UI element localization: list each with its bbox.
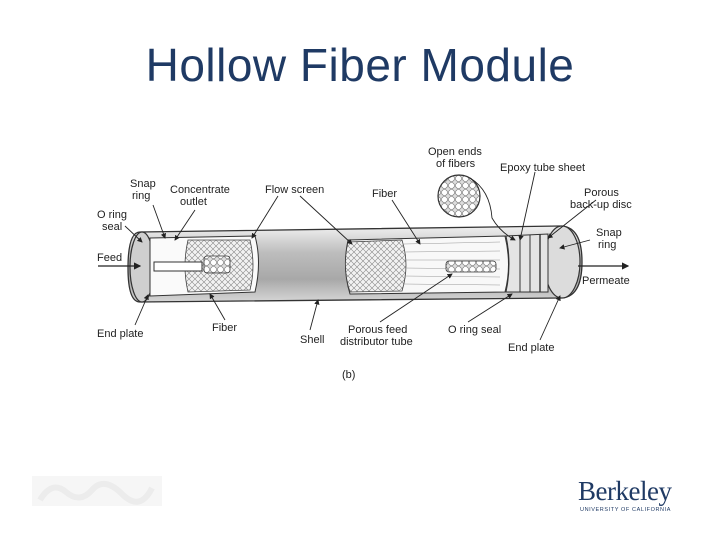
label-epoxy-tube-sheet: Epoxy tube sheet — [500, 162, 585, 174]
label-feed: Feed — [97, 252, 122, 264]
label-end-plate-right: End plate — [508, 342, 554, 354]
berkeley-logo: Berkeley UNIVERSITY OF CALIFORNIA — [578, 476, 688, 516]
right-end-section — [505, 233, 549, 293]
label-flow-screen: Flow screen — [265, 184, 324, 196]
label-shell: Shell — [300, 334, 324, 346]
middle-cutaway — [344, 235, 509, 295]
label-panel-b: (b) — [342, 369, 355, 381]
open-fiber-ends-detail — [437, 174, 481, 218]
slide-title: Hollow Fiber Module — [145, 39, 575, 91]
label-end-plate-left: End plate — [97, 328, 143, 340]
berkeley-subtitle: UNIVERSITY OF CALIFORNIA — [580, 507, 672, 513]
left-cutaway — [149, 235, 259, 297]
label-o-ring-seal-right: O ring seal — [448, 324, 501, 336]
berkeley-wordmark: Berkeley — [578, 476, 672, 506]
label-fiber-bottom: Fiber — [212, 322, 237, 334]
leader-lines — [124, 171, 597, 341]
faint-watermark-logo — [32, 476, 162, 506]
label-fiber-top: Fiber — [372, 188, 397, 200]
label-permeate: Permeate — [582, 275, 630, 287]
